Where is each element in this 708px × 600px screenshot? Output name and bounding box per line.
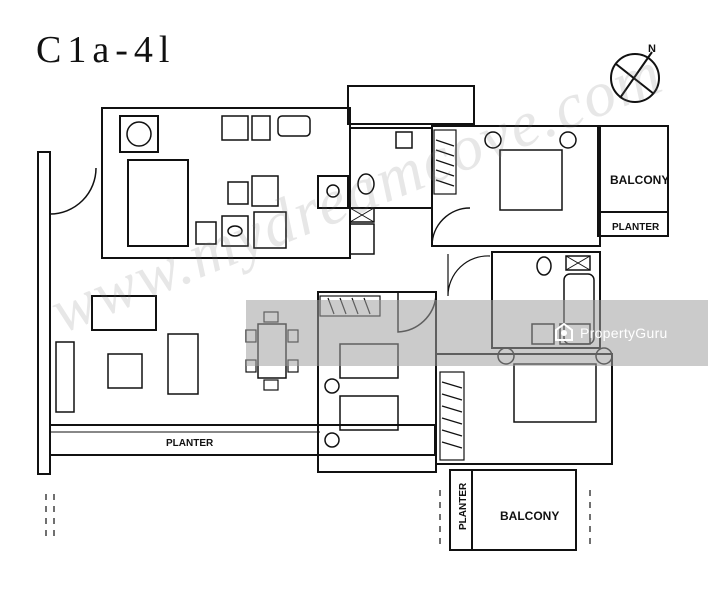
wardrobe-top [433,129,457,195]
bedroom-2 [431,125,601,247]
balcony-bottom-label: BALCONY [500,509,559,523]
unit-type-title: C1a-4l [36,29,176,71]
north-label: N [648,43,656,55]
planter-top-label: PLANTER [612,222,660,233]
wardrobe-master [439,371,465,461]
coffee-table [107,353,143,389]
tv-console [55,341,75,413]
yard-area [127,159,189,247]
balcony-top-label: BALCONY [610,173,669,187]
north-compass-icon [610,51,660,103]
bed-bedroom-2 [499,149,563,211]
bedroom-3 [317,291,437,473]
planter-main-label: PLANTER [166,438,214,449]
stove-hob [317,175,349,209]
master-bed [513,363,597,423]
propertyguru-band [246,300,708,366]
armchair [167,333,199,395]
store-room [347,85,475,125]
planter-bottom-box [449,469,473,551]
planter-top-box [597,211,669,237]
propertyguru-brand: PropertyGuru [580,325,668,341]
planter-bottom-label: PLANTER [458,482,469,530]
left-outer-wall [37,151,51,475]
washer-unit [119,115,159,153]
propertyguru-logo-icon [555,322,573,341]
sofa [91,295,157,331]
master-bedroom [435,353,613,465]
